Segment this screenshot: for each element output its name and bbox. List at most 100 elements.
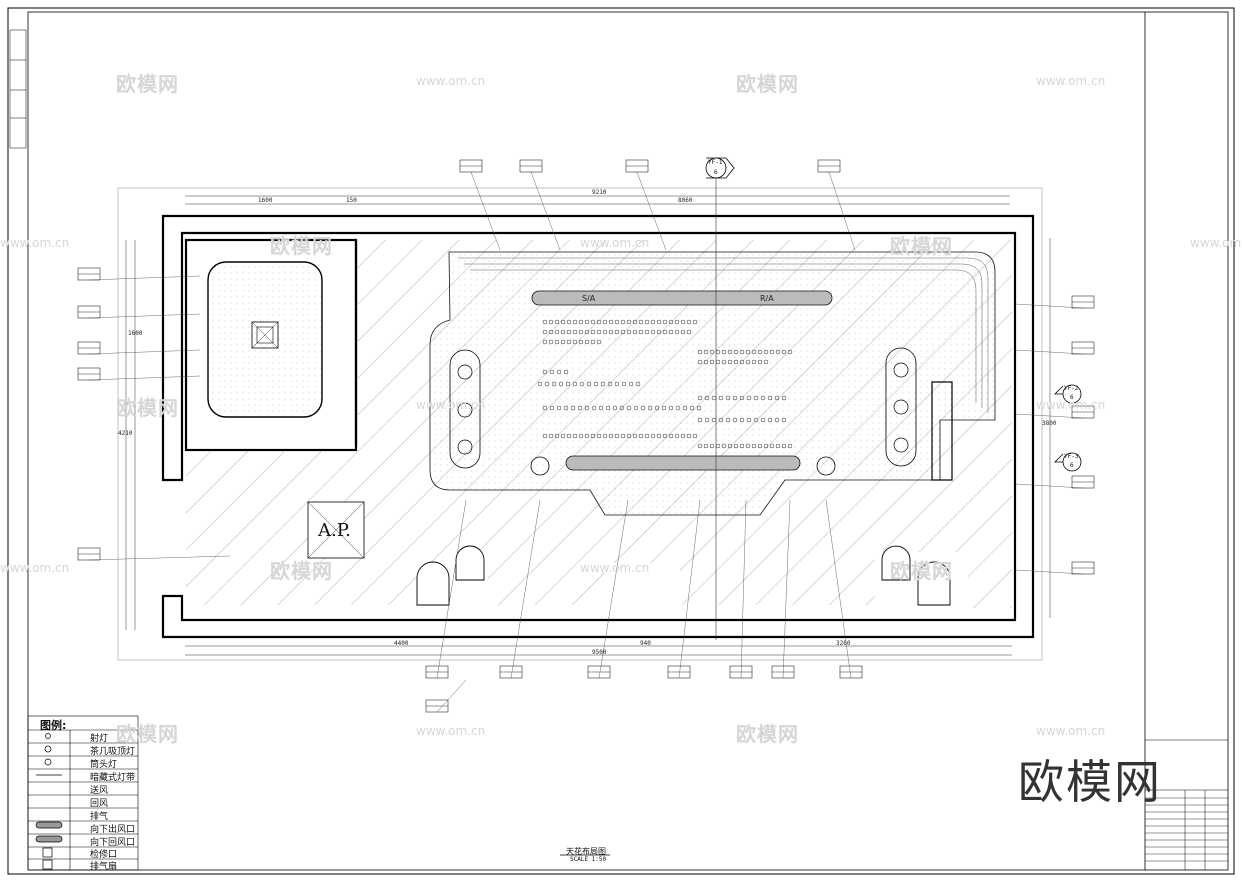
light-dot bbox=[551, 381, 557, 387]
light-dot bbox=[554, 319, 560, 325]
light-dot bbox=[697, 349, 703, 355]
light-dot bbox=[614, 433, 620, 439]
light-dot bbox=[602, 329, 608, 335]
light-dot bbox=[775, 349, 781, 355]
light-dot bbox=[686, 319, 692, 325]
light-dot bbox=[632, 433, 638, 439]
air-slot-bottom bbox=[565, 455, 801, 471]
leader-line bbox=[88, 313, 201, 319]
arched-niches bbox=[416, 545, 951, 606]
light-dot bbox=[781, 417, 787, 423]
leader-line bbox=[436, 499, 467, 679]
watermark-url: www.om.cn bbox=[1036, 398, 1106, 412]
light-dot bbox=[680, 329, 686, 335]
light-dot bbox=[689, 405, 695, 411]
light-dot bbox=[774, 395, 780, 401]
light-dot bbox=[590, 339, 596, 345]
marker-right1-code: YF-2 bbox=[1064, 385, 1079, 392]
dim-left-a: 1600 bbox=[128, 330, 143, 337]
legend-label: 检修口 bbox=[90, 850, 118, 860]
dim-left-total: 4210 bbox=[118, 430, 133, 437]
watermark-url: www.om.cn bbox=[416, 398, 486, 412]
light-dot bbox=[563, 405, 569, 411]
light-dot bbox=[542, 339, 548, 345]
light-dot bbox=[721, 443, 727, 449]
light-dot bbox=[767, 417, 773, 423]
center-fixture-square bbox=[251, 321, 279, 349]
light-dot bbox=[579, 381, 585, 387]
leader-line bbox=[598, 499, 629, 679]
light-dot bbox=[769, 443, 775, 449]
light-dot bbox=[638, 433, 644, 439]
light-dot bbox=[572, 339, 578, 345]
watermark-url: www.om.cn bbox=[1036, 74, 1106, 88]
dim-bottom-total: 9500 bbox=[592, 649, 607, 656]
light-dot bbox=[787, 443, 793, 449]
plan-frame bbox=[117, 187, 1043, 661]
light-dot bbox=[757, 359, 763, 365]
legend-label: 射灯 bbox=[90, 734, 109, 744]
light-dot bbox=[725, 395, 731, 401]
revision-strip bbox=[9, 29, 27, 149]
watermark-url: www.om.cn bbox=[416, 74, 486, 88]
light-dot bbox=[787, 349, 793, 355]
light-dot bbox=[781, 443, 787, 449]
light-dot bbox=[727, 359, 733, 365]
leader-line bbox=[1014, 483, 1084, 489]
light-dot bbox=[668, 319, 674, 325]
light-dot bbox=[721, 359, 727, 365]
leader-line bbox=[88, 375, 201, 381]
light-dot bbox=[590, 329, 596, 335]
light-dot bbox=[727, 443, 733, 449]
light-dot bbox=[584, 329, 590, 335]
light-dot bbox=[745, 349, 751, 355]
light-dot bbox=[767, 395, 773, 401]
air-slot-top bbox=[531, 290, 833, 306]
light-dot bbox=[650, 319, 656, 325]
slot-label-right: R/A bbox=[760, 294, 774, 303]
light-dot bbox=[566, 433, 572, 439]
light-dot bbox=[763, 359, 769, 365]
light-dot bbox=[548, 339, 554, 345]
leader-line bbox=[470, 171, 501, 251]
callout-tags bbox=[77, 159, 1095, 713]
leader-line bbox=[88, 275, 201, 281]
watermark-url: www.om.cn bbox=[1190, 236, 1242, 250]
light-dot bbox=[596, 329, 602, 335]
light-dot bbox=[674, 329, 680, 335]
light-dot bbox=[725, 417, 731, 423]
light-dot bbox=[674, 319, 680, 325]
title-block bbox=[1145, 739, 1228, 870]
light-dot bbox=[548, 433, 554, 439]
light-dot bbox=[662, 329, 668, 335]
watermark-logo: 欧模网 bbox=[116, 72, 179, 96]
light-dot bbox=[697, 359, 703, 365]
light-dot bbox=[668, 405, 674, 411]
light-dot bbox=[775, 443, 781, 449]
light-dot bbox=[584, 319, 590, 325]
light-dot bbox=[572, 319, 578, 325]
light-dot bbox=[560, 329, 566, 335]
watermark-logo: 欧模网 bbox=[116, 722, 179, 746]
light-dot bbox=[600, 381, 606, 387]
light-dot bbox=[674, 433, 680, 439]
leader-line bbox=[740, 499, 747, 679]
light-dot bbox=[542, 369, 548, 375]
light-dot bbox=[570, 405, 576, 411]
watermark-url: www.om.cn bbox=[416, 724, 486, 738]
light-dot bbox=[554, 329, 560, 335]
light-dot bbox=[578, 433, 584, 439]
legend-label: 茶几吸顶灯 bbox=[90, 747, 136, 757]
leader-line bbox=[636, 171, 667, 251]
slot-label-left: S/A bbox=[582, 294, 596, 303]
light-dot bbox=[572, 329, 578, 335]
light-dot bbox=[608, 319, 614, 325]
legend-label: 筒头灯 bbox=[90, 760, 118, 770]
light-dot bbox=[763, 443, 769, 449]
light-dot bbox=[697, 443, 703, 449]
light-dot bbox=[746, 395, 752, 401]
light-dot bbox=[704, 417, 710, 423]
light-dot bbox=[644, 319, 650, 325]
brand-logo: 欧模网 bbox=[1018, 755, 1162, 809]
